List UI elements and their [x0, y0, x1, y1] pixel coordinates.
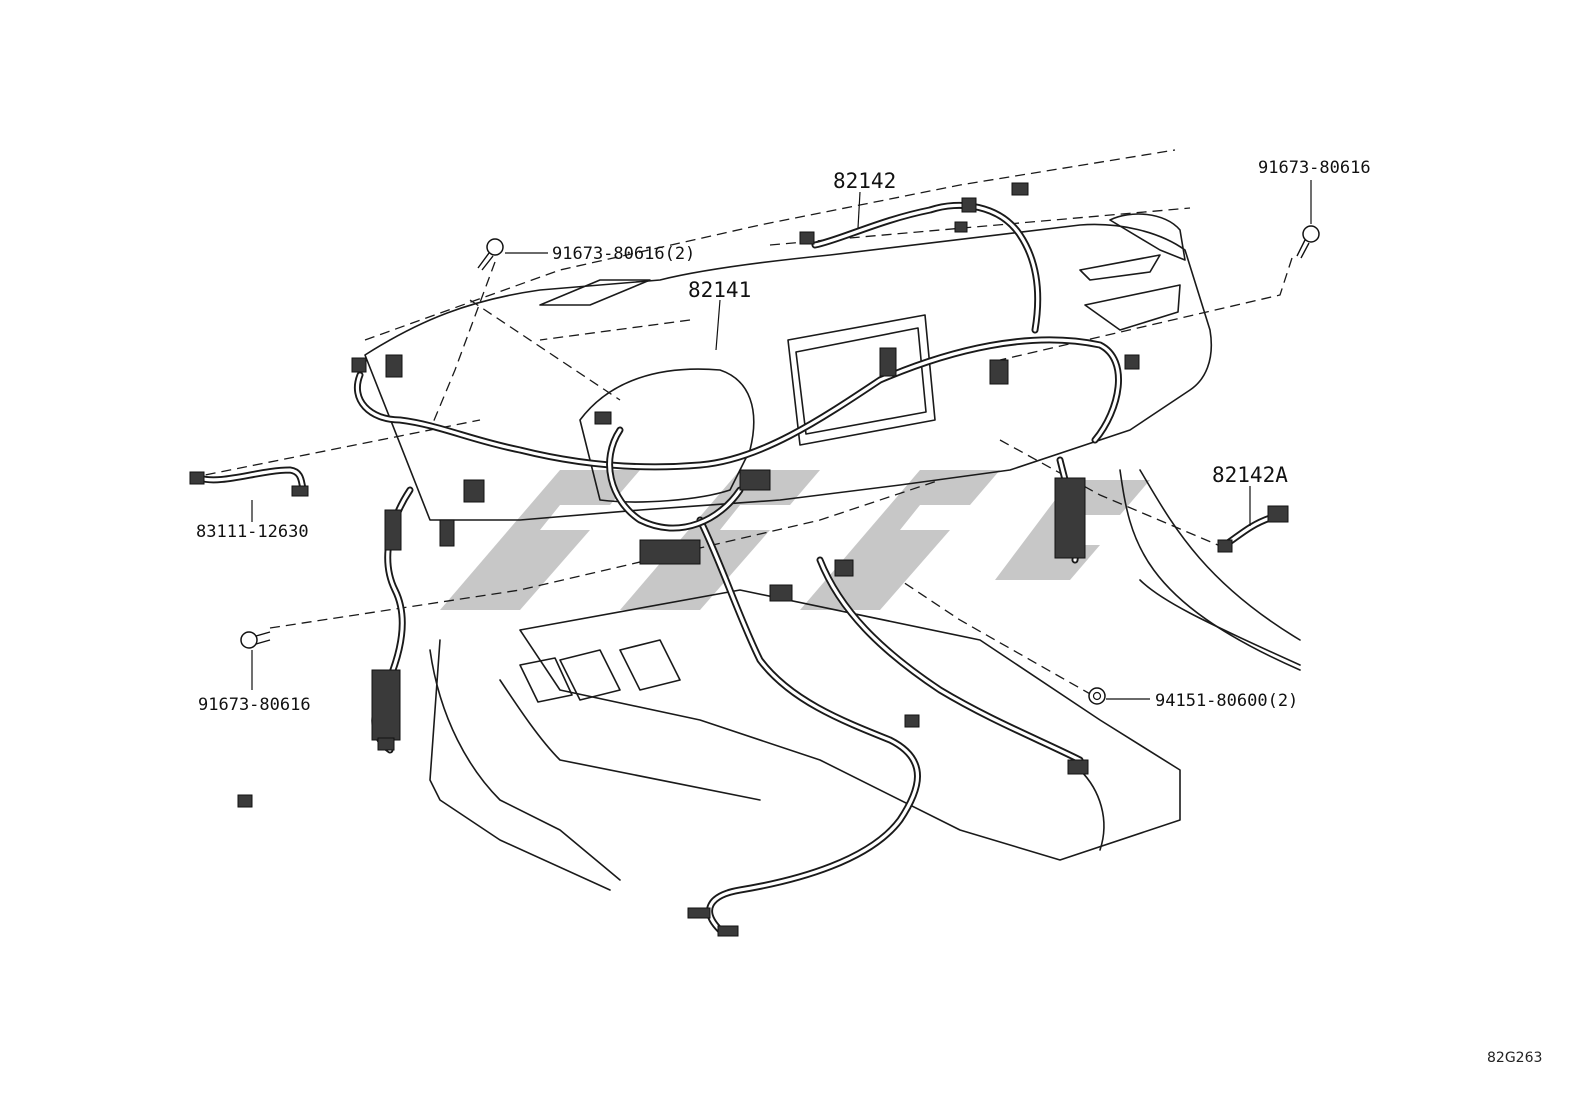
callout-83111-12630: 83111-12630: [196, 522, 309, 542]
bolt-icon-top-right: [1296, 225, 1320, 259]
leader-lines: [251, 180, 1312, 700]
callout-bolt-top-left: 91673-80616(2): [552, 244, 695, 264]
clip-icon-lower-right: [1088, 687, 1106, 705]
dashboard-outline: [364, 149, 1301, 891]
wire-part-83111-12630: [189, 466, 309, 497]
harness-82141-wires: [237, 336, 1140, 937]
callout-82141: 82141: [688, 278, 751, 302]
callout-82142: 82142: [833, 169, 896, 193]
bolt-icon-top-left: [477, 238, 504, 271]
bolt-icon-left: [240, 631, 271, 649]
callout-82142A: 82142A: [1212, 463, 1288, 487]
sub-harness-82142A: [1217, 505, 1289, 553]
callout-bolt-top-right: 91673-80616: [1258, 158, 1371, 178]
figure-code: 82G263: [1487, 1050, 1542, 1066]
watermark: [440, 470, 1150, 610]
harness-82142-wires: [799, 182, 1042, 334]
callout-bolt-left: 91673-80616: [198, 695, 311, 715]
callout-clip-lower-right: 94151-80600(2): [1155, 691, 1298, 711]
